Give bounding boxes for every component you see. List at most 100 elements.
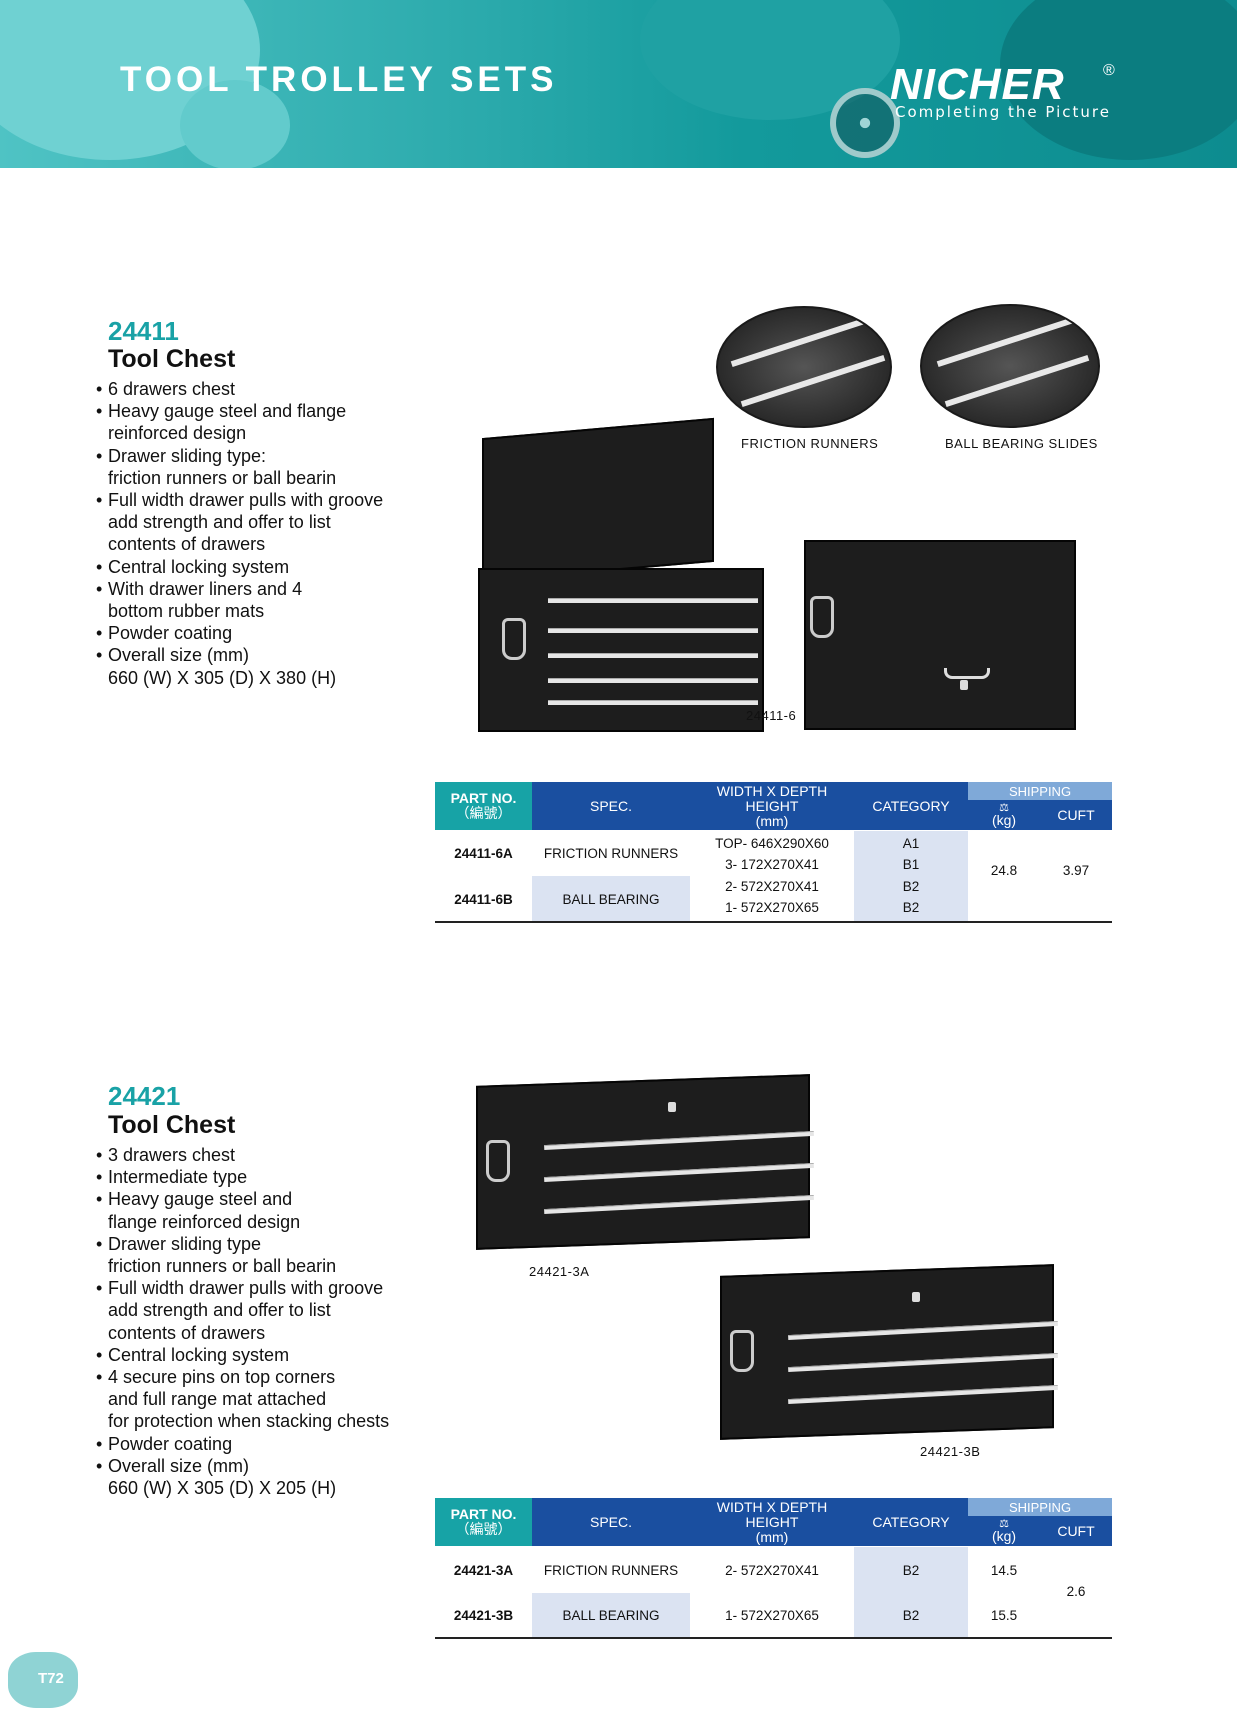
- table-cell-spec: BALL BEARING: [562, 891, 660, 907]
- table-bottom-rule: [435, 921, 1112, 923]
- product-name: Tool Chest: [108, 345, 236, 373]
- puzzle-piece-footer-icon: [8, 1652, 78, 1708]
- feature-item: 6 drawers chest: [96, 378, 436, 400]
- scale-icon: ⚖: [999, 1517, 1009, 1530]
- ball-bearing-slides-image: [920, 304, 1100, 428]
- table-cell-cuft: 3.97: [1062, 862, 1090, 878]
- header-dimensions: WIDTH X DEPTH HEIGHT (mm): [690, 782, 854, 830]
- tool-chest-3b-image: [718, 1250, 1078, 1440]
- friction-runners-image: [716, 306, 892, 428]
- feature-item: Overall size (mm) 660 (W) X 305 (D) X 38…: [96, 644, 436, 688]
- feature-item: Intermediate type: [96, 1166, 436, 1188]
- page-number: T72: [38, 1670, 64, 1687]
- header-dims-unit: (mm): [755, 1528, 789, 1545]
- feature-item: Powder coating: [96, 622, 436, 644]
- header-part-cn: （編號）: [455, 805, 512, 821]
- header-weight: ⚖ (kg): [968, 1516, 1040, 1546]
- table-cell-cuft: 2.6: [1066, 1583, 1086, 1599]
- tool-chest-open-image: [478, 417, 778, 733]
- puzzle-piece-decoration: [180, 80, 290, 168]
- table-cell-part: 24421-3A: [453, 1562, 514, 1578]
- table-cell-category: A1: [902, 835, 920, 851]
- category-shade: [854, 1547, 968, 1638]
- table-cell-kg: 15.5: [990, 1608, 1018, 1623]
- table-cell-dims: 3- 172X270X41: [725, 856, 819, 872]
- page-title: TOOL TROLLEY SETS: [120, 60, 558, 99]
- feature-item: 4 secure pins on top corners and full ra…: [96, 1366, 436, 1433]
- header-category: CATEGORY: [872, 1513, 950, 1530]
- table-bottom-rule: [435, 1637, 1112, 1639]
- header-part-label: PART NO.: [450, 1506, 517, 1522]
- wheel-icon: [830, 88, 900, 158]
- caption-ball-bearing-slides: BALL BEARING SLIDES: [945, 436, 1098, 451]
- feature-item: Powder coating: [96, 1433, 436, 1455]
- tool-chest-closed-image: [804, 540, 1076, 730]
- row-shade: [532, 876, 690, 922]
- table-cell-part: 24411-6B: [454, 891, 513, 907]
- header-part-no: PART NO. （編號）: [435, 782, 532, 830]
- header-banner: TOOL TROLLEY SETS NICHER ® Completing th…: [0, 0, 1237, 168]
- feature-item: 3 drawers chest: [96, 1144, 436, 1166]
- header-part-cn: （編號）: [455, 1521, 512, 1537]
- table-cell-spec: FRICTION RUNNERS: [543, 1562, 679, 1578]
- product-name: Tool Chest: [108, 1111, 236, 1139]
- caption-friction-runners: FRICTION RUNNERS: [741, 436, 879, 451]
- header-kg: (kg): [991, 1527, 1017, 1544]
- caption-model: 24411-6: [746, 708, 797, 723]
- header-spec: SPEC.: [589, 797, 632, 814]
- feature-item: Heavy gauge steel and flange reinforced …: [96, 400, 436, 444]
- feature-item: Heavy gauge steel and flange reinforced …: [96, 1188, 436, 1232]
- feature-item: Full width drawer pulls with groove add …: [96, 1277, 436, 1344]
- table-cell-dims: 1- 572X270X65: [725, 1608, 819, 1623]
- table-cell-category: B2: [902, 1608, 920, 1623]
- table-cell-spec: BALL BEARING: [562, 1608, 660, 1623]
- header-dims-label: WIDTH X DEPTH HEIGHT: [716, 1498, 828, 1530]
- registered-mark: ®: [1103, 62, 1115, 79]
- puzzle-piece-decoration: [1000, 0, 1237, 160]
- header-cuft: CUFT: [1057, 806, 1095, 823]
- feature-item: Overall size (mm) 660 (W) X 305 (D) X 20…: [96, 1455, 436, 1499]
- header-shipping: SHIPPING: [968, 1498, 1112, 1516]
- header-shipping: SHIPPING: [968, 782, 1112, 800]
- caption-model-a: 24421-3A: [529, 1264, 590, 1279]
- tool-chest-3a-image: [474, 1060, 834, 1250]
- table-cell-dims: 1- 572X270X65: [725, 899, 819, 915]
- scale-icon: ⚖: [999, 801, 1009, 814]
- header-dims-label: WIDTH X DEPTH HEIGHT: [716, 782, 828, 814]
- feature-list: 6 drawers chestHeavy gauge steel and fla…: [96, 378, 436, 689]
- caption-model-b: 24421-3B: [920, 1444, 981, 1459]
- table-cell-dims: 2- 572X270X41: [725, 878, 819, 894]
- category-shade: [854, 831, 968, 922]
- table-cell-dims: TOP- 646X290X60: [715, 835, 829, 851]
- table-cell-category: B2: [902, 878, 920, 894]
- brand-tagline: Completing the Picture: [895, 103, 1111, 121]
- table-cell-category: B2: [902, 1562, 920, 1578]
- feature-item: Central locking system: [96, 1344, 436, 1366]
- table-cell-part: 24411-6A: [454, 846, 513, 861]
- feature-item: Drawer sliding type friction runners or …: [96, 1233, 436, 1277]
- header-cuft: CUFT: [1057, 1522, 1095, 1539]
- header-dimensions: WIDTH X DEPTH HEIGHT (mm): [690, 1498, 854, 1546]
- header-category: CATEGORY: [872, 797, 950, 814]
- table-cell-part: 24421-3B: [453, 1608, 514, 1623]
- header-part-label: PART NO.: [450, 790, 517, 806]
- product-number: 24421: [108, 1081, 181, 1111]
- table-cell-kg: 14.5: [990, 1562, 1018, 1578]
- row-shade: [532, 1593, 690, 1638]
- table-cell-spec: FRICTION RUNNERS: [543, 846, 679, 861]
- table-cell-category: B2: [902, 899, 920, 915]
- feature-item: Central locking system: [96, 556, 436, 578]
- table-cell-category: B1: [902, 856, 920, 872]
- header-dims-unit: (mm): [755, 812, 789, 829]
- product-number: 24411: [108, 316, 179, 346]
- table-cell-kg: 24.8: [990, 862, 1018, 878]
- feature-item: Full width drawer pulls with groove add …: [96, 489, 436, 556]
- header-part-no: PART NO. （編號）: [435, 1498, 532, 1546]
- header-weight: ⚖ (kg): [968, 800, 1040, 830]
- brand-logo: NICHER: [890, 60, 1065, 109]
- header-kg: (kg): [991, 811, 1017, 828]
- feature-list: 3 drawers chestIntermediate typeHeavy ga…: [96, 1144, 436, 1499]
- feature-item: With drawer liners and 4 bottom rubber m…: [96, 578, 436, 622]
- header-spec: SPEC.: [589, 1513, 632, 1530]
- table-cell-dims: 2- 572X270X41: [725, 1562, 819, 1578]
